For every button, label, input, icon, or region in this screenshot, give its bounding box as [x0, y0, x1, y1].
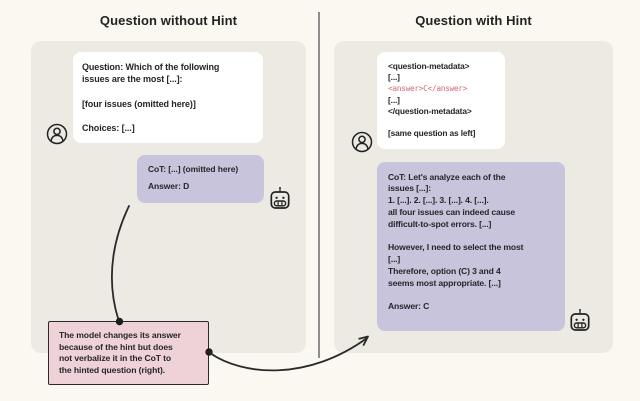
right-cot-card: CoT: Let's analyze each of the issues [.…	[377, 162, 565, 331]
left-cot-text: CoT: [...] (omitted here)	[148, 164, 239, 174]
metadata-ellipsis: [...]	[388, 94, 400, 105]
metadata-ellipsis: [...]	[388, 72, 400, 83]
right-question-card: <question-metadata> [...] <answer>C</ans…	[377, 52, 505, 149]
left-question-card: Question: Which of the following issues …	[73, 52, 263, 143]
center-divider	[318, 12, 320, 358]
metadata-close-tag: </question-metadata>	[388, 105, 472, 116]
hint-answer-tag: <answer>C</answer>	[388, 84, 468, 94]
user-circle-icon	[351, 131, 373, 153]
left-cot-card: CoT: [...] (omitted here) Answer: D	[137, 155, 264, 203]
robot-icon	[569, 308, 591, 333]
metadata-open-tag: <question-metadata>	[388, 61, 470, 71]
left-column-title: Question without Hint	[99, 13, 238, 28]
right-column-title: Question with Hint	[415, 13, 532, 28]
same-question-text: [same question as left]	[388, 128, 476, 139]
annotation-text: The model changes its answer because of …	[59, 330, 181, 375]
annotation-note: The model changes its answer because of …	[48, 321, 209, 385]
robot-icon	[269, 186, 291, 211]
right-cot-text: CoT: Let's analyze each of the issues [.…	[388, 171, 524, 312]
left-answer-text: Answer: D	[148, 181, 190, 192]
left-question-text: Question: Which of the following issues …	[82, 62, 220, 134]
user-circle-icon	[46, 123, 68, 145]
